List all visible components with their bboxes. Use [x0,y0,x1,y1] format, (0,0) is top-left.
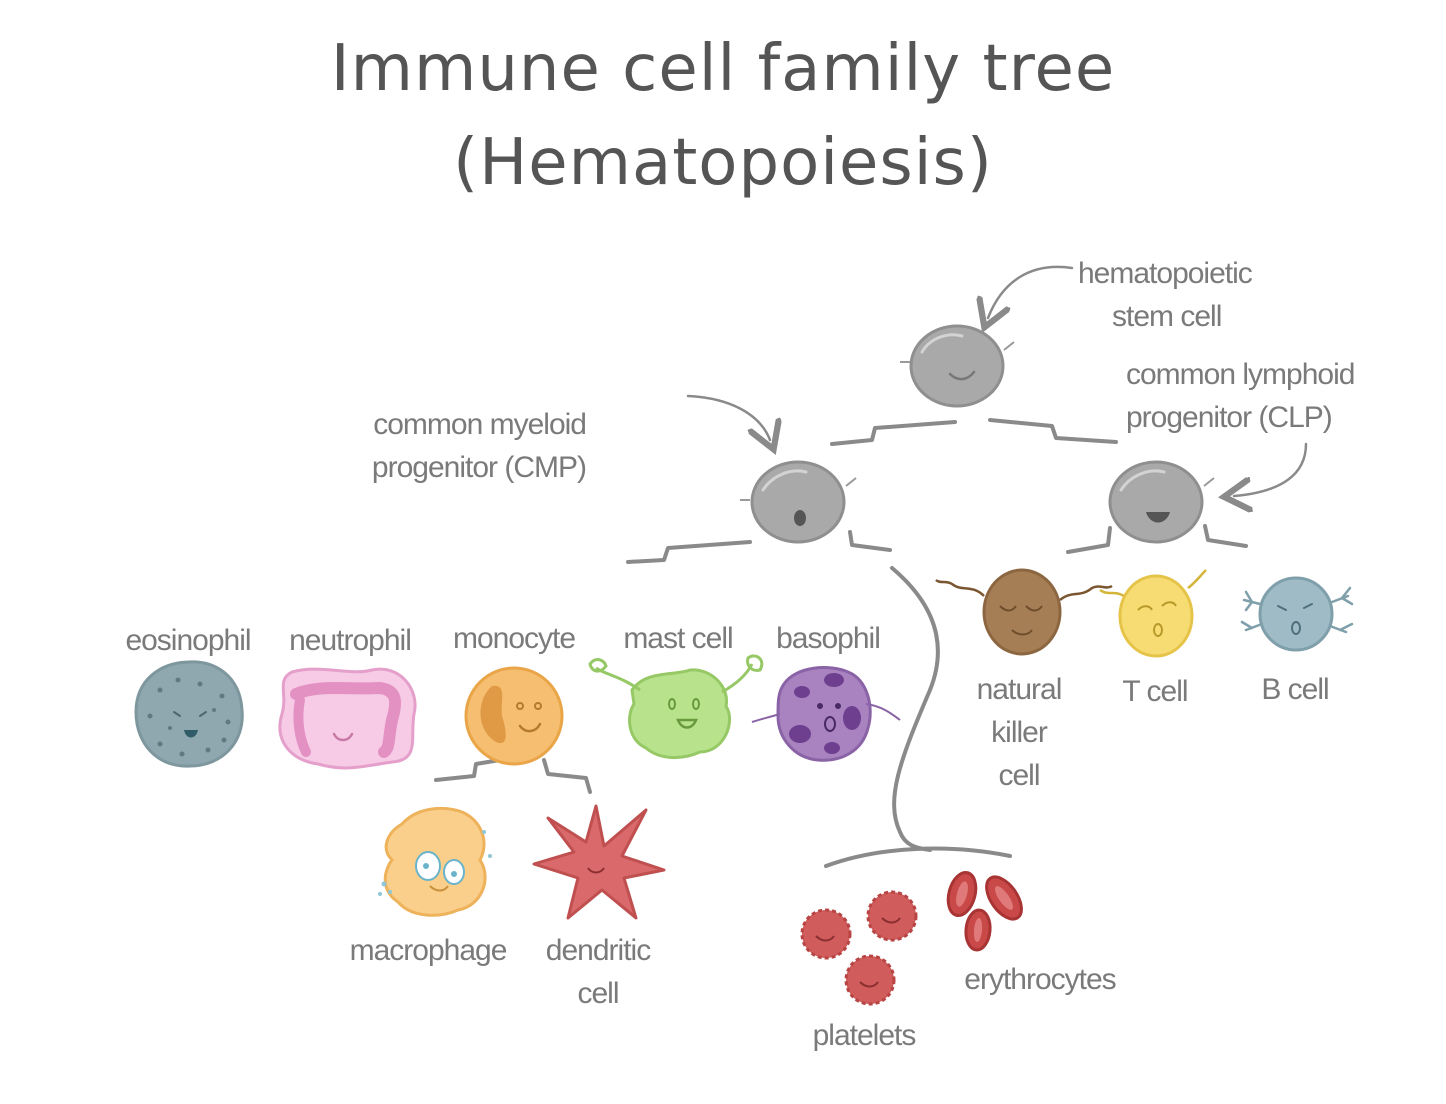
connector-cmp-myeloid [626,540,752,564]
dendritic-cell [532,804,666,920]
title-line-2: (Hematopoiesis) [453,126,993,200]
connector-cmp-erythroid [890,566,940,852]
monocyte-cell [464,666,564,766]
neutrophil-cell [278,667,417,770]
arrow-to-clp [1234,442,1308,496]
basophil-cell [751,666,901,762]
label-neutrophil: neutrophil [289,624,412,657]
label-mast-cell: mast cell [623,622,733,655]
pointer-arrows [686,265,1308,496]
tree-connectors [434,418,1248,868]
platelet [844,954,896,1006]
label-erythrocytes: erythrocytes [964,963,1116,996]
hsc-cell [900,324,1015,408]
connector-monocyte-dendritic [542,758,592,794]
label-nk-line1: natural [976,673,1063,706]
connector-cmp-right [848,530,892,552]
label-t-cell: T cell [1122,675,1188,708]
eosinophil-cell [134,660,244,768]
title-line-1: Immune cell family tree [330,32,1116,106]
label-cmp-line1: common myeloid [373,408,587,441]
erythrocytes-group [946,870,1023,952]
label-macrophage: macrophage [349,934,508,967]
mast-cell [588,654,764,759]
arrow-to-hsc [988,265,1074,318]
connector-hsc-clp [988,418,1118,444]
label-hsc-line1: hematopoietic [1078,257,1253,290]
label-platelets: platelets [812,1019,917,1052]
label-dendritic-line1: dendritic [545,934,651,967]
platelet [800,908,852,960]
t-cell [1099,569,1207,658]
nk-cell [935,568,1113,656]
label-cmp-line2: progenitor (CMP) [371,451,587,484]
connector-monocyte-macrophage [434,758,502,782]
label-dendritic-line2: cell [577,977,619,1010]
platelets-group [800,890,918,1006]
arrow-to-cmp [686,394,770,440]
label-clp-line1: common lymphoid [1126,358,1355,391]
label-nk-line3: cell [998,759,1040,792]
macrophage-cell [378,806,492,917]
label-nk-line2: killer [991,716,1048,749]
platelet [866,890,918,942]
connector-clp-right [1203,524,1248,548]
cmp-cell [740,460,857,544]
connector-hsc-cmp [830,420,957,446]
label-monocyte: monocyte [452,622,576,655]
connector-clp-left [1066,526,1112,554]
label-b-cell: B cell [1261,673,1329,706]
label-hsc-line2: stem cell [1112,300,1222,333]
label-eosinophil: eosinophil [125,624,251,657]
label-clp-line2: progenitor (CLP) [1126,401,1333,434]
label-basophil: basophil [776,622,881,655]
clp-cell [1108,460,1215,544]
connector-erythroid-fork [824,846,1012,868]
b-cell [1240,576,1354,652]
